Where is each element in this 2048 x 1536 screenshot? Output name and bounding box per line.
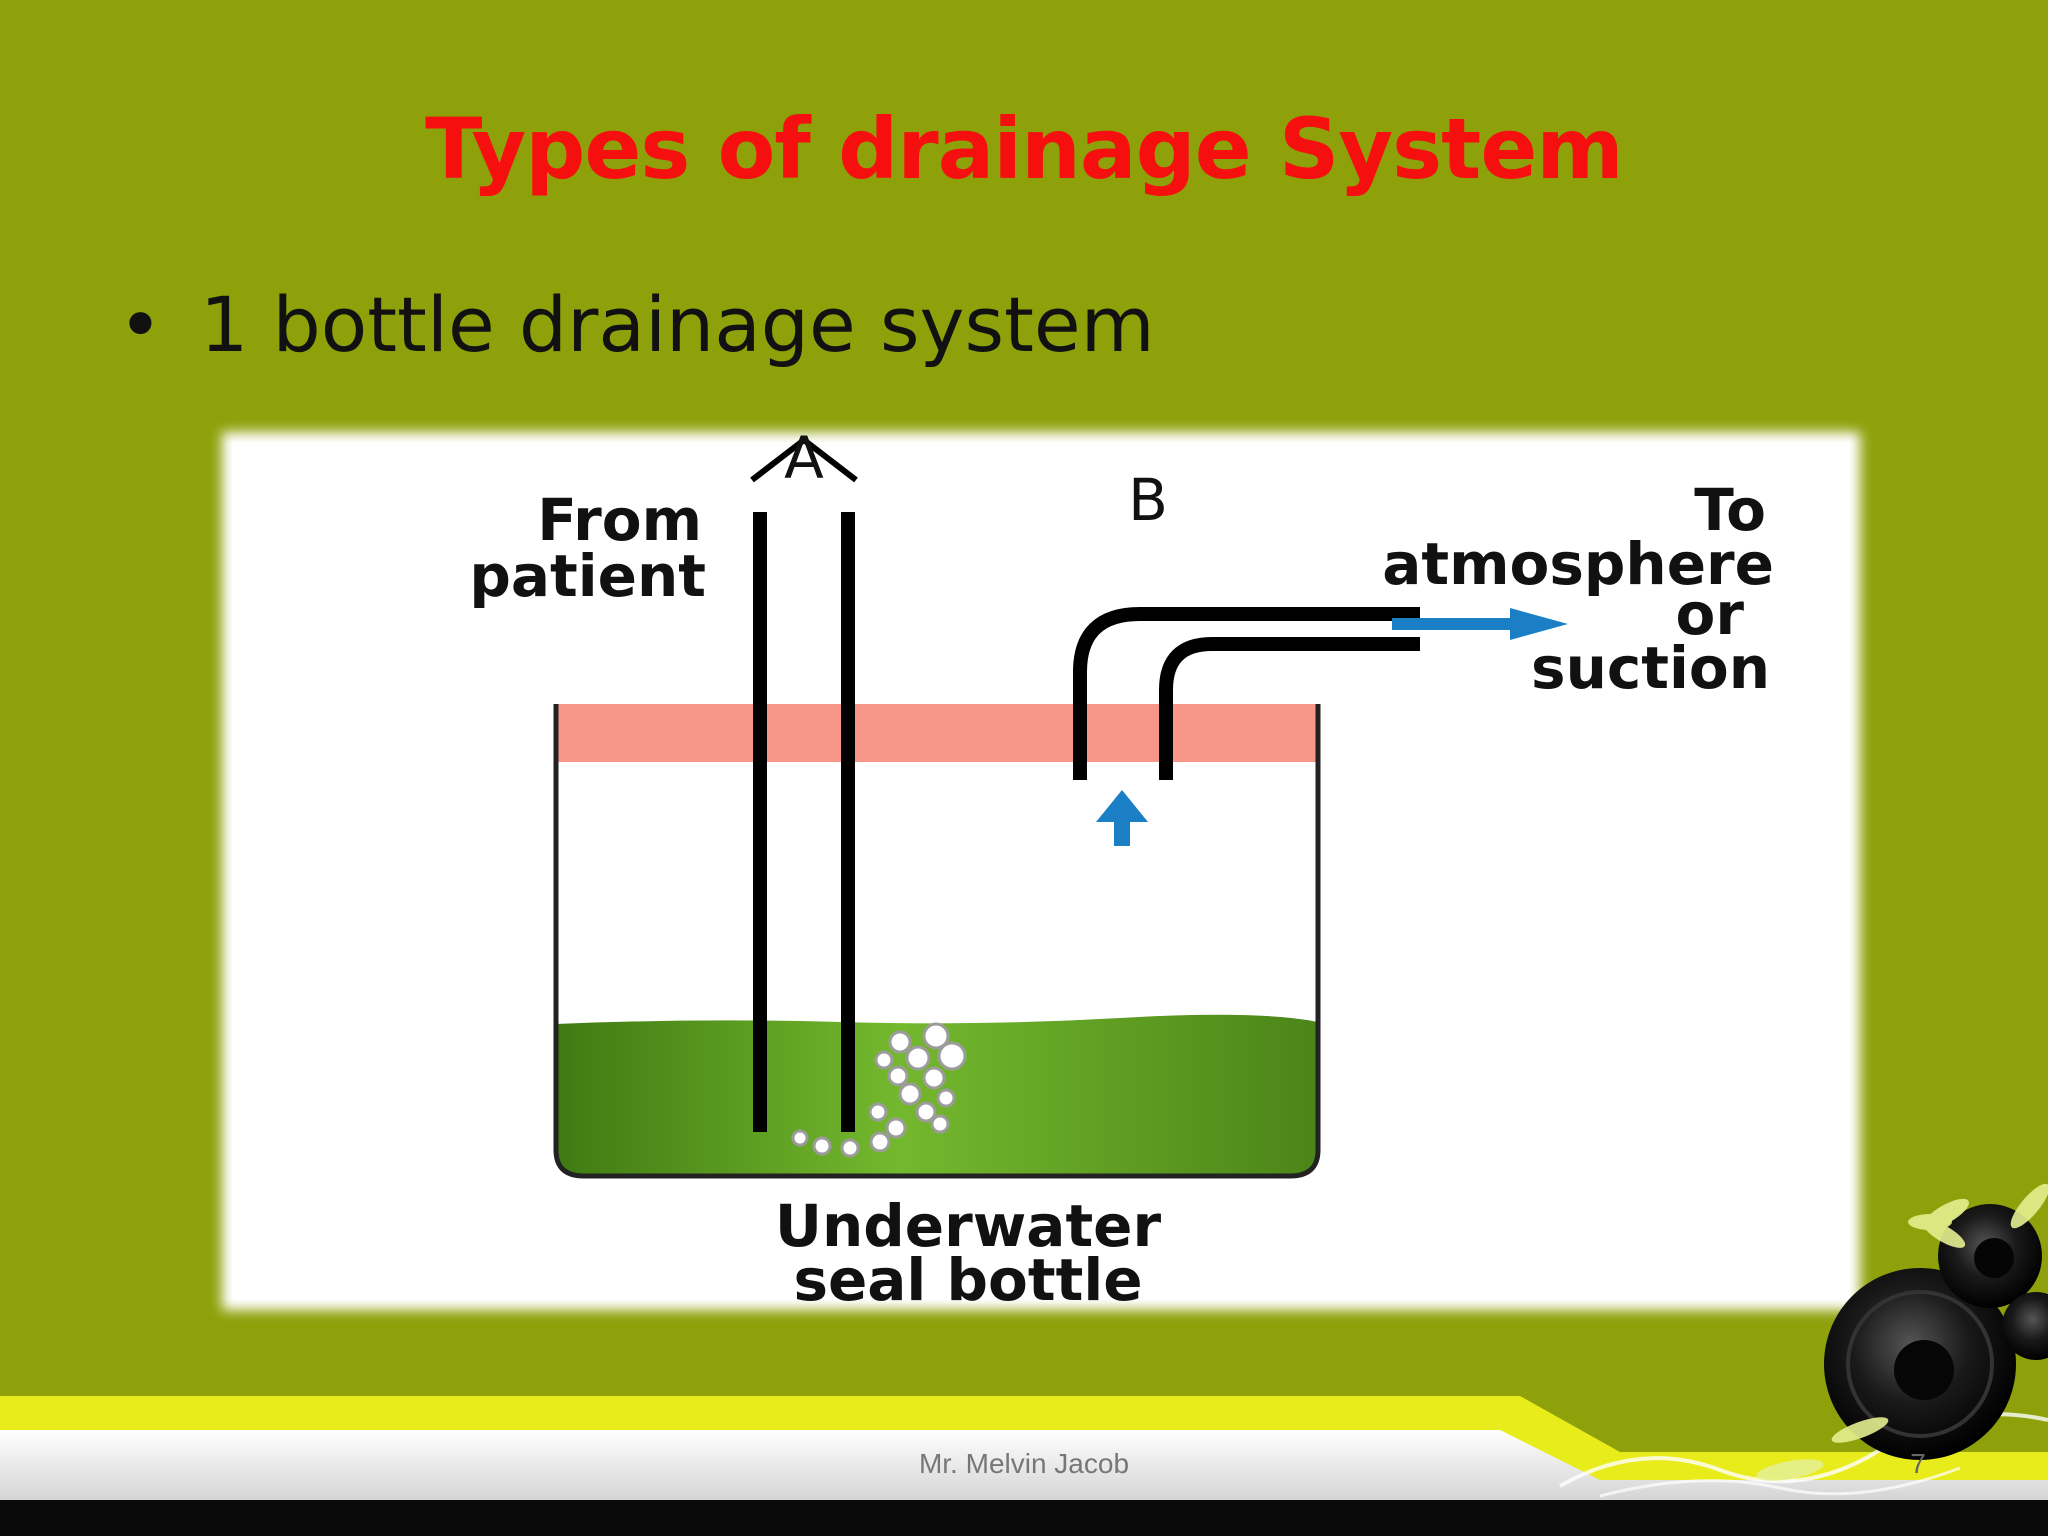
bullet-text: 1 bottle drainage system	[200, 280, 1155, 369]
to-atmosphere-line-4: suction	[1531, 634, 1770, 702]
label-b: B	[1128, 466, 1168, 534]
from-patient-line-1: From	[537, 486, 702, 554]
bottle-stopper	[556, 704, 1320, 762]
arrow-a	[750, 436, 858, 483]
bottle-outline	[553, 704, 1321, 1179]
bullet-item: • 1 bottle drainage system	[118, 280, 1155, 369]
bottle-caption-line-1: Underwater	[775, 1192, 1162, 1260]
bubbles	[791, 1022, 967, 1158]
up-flow-arrow	[1096, 790, 1148, 846]
to-atmosphere-line-1: To	[1694, 476, 1766, 544]
diagram: A B From patient To atmosphere or suctio…	[222, 424, 1860, 1314]
tube-b	[1073, 607, 1420, 780]
bottle-caption-line-2: seal bottle	[793, 1246, 1142, 1314]
to-atmosphere-line-2: atmosphere	[1382, 530, 1774, 598]
footer-author: Mr. Melvin Jacob	[918, 1448, 1130, 1479]
bullet-point: •	[118, 280, 163, 369]
tube-a	[753, 512, 855, 1132]
from-patient-line-2: patient	[469, 542, 706, 610]
speaker-decoration	[1756, 1183, 2048, 1481]
footer-band	[0, 1396, 2048, 1536]
label-a: A	[784, 424, 824, 492]
slide-title: Types of drainage System	[425, 100, 1624, 198]
slide-number: 7	[1910, 1448, 1926, 1479]
right-flow-arrow	[1392, 608, 1568, 640]
to-atmosphere-line-3: or	[1676, 580, 1745, 648]
